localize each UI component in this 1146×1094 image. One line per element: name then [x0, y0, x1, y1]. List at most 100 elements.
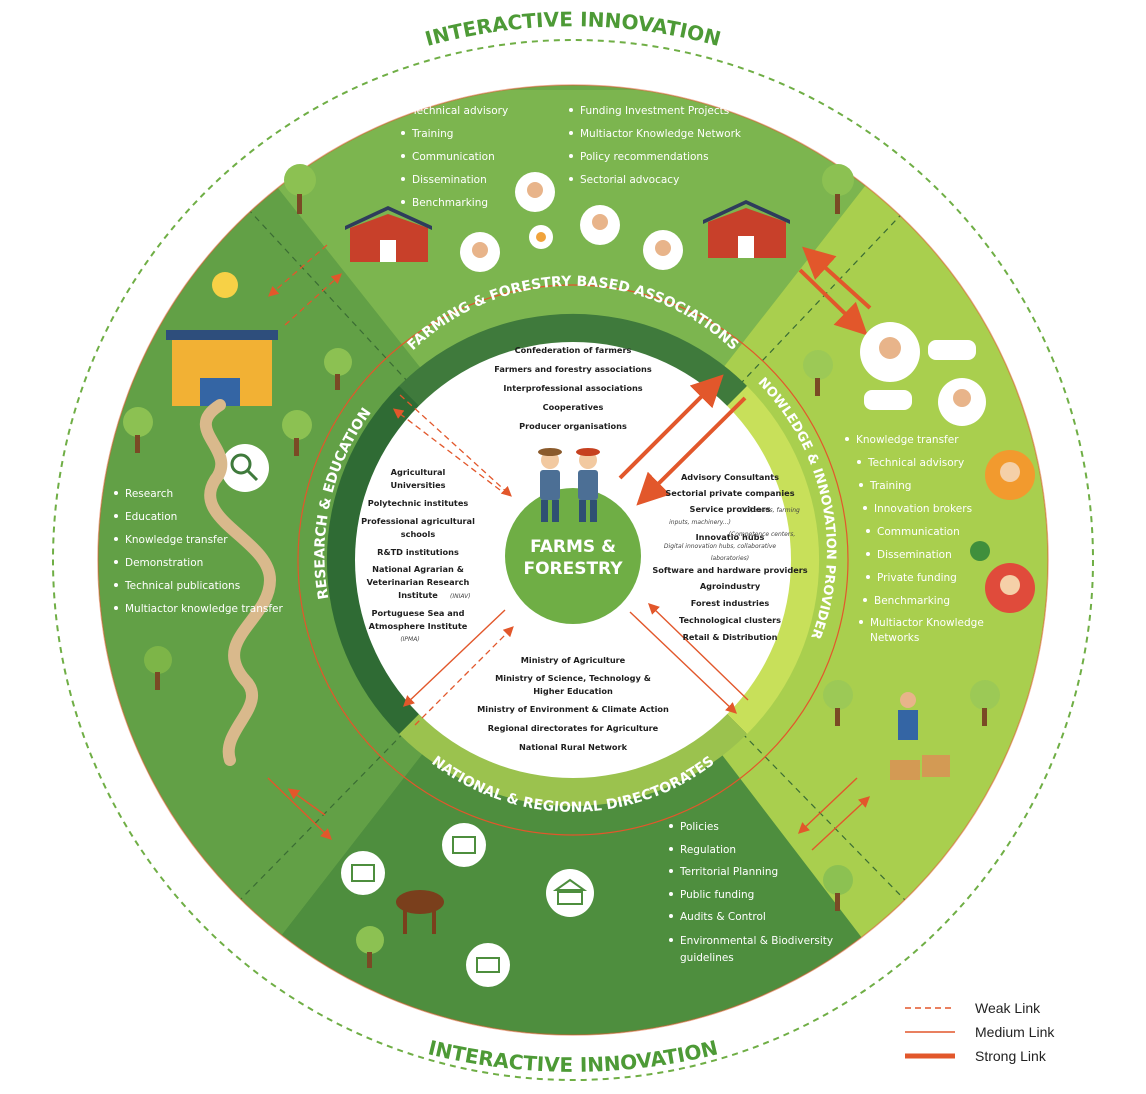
bullet-icon: [569, 131, 573, 135]
bullet-icon: [866, 575, 870, 579]
farmer-avatars: [460, 172, 683, 272]
inner-bottom-item: Higher Education: [533, 686, 613, 696]
bullet-icon: [669, 938, 673, 942]
inner-right-note: laboratories): [711, 555, 749, 562]
bullet-icon: [669, 892, 673, 896]
list-top-left: Technical advisoryTrainingCommunicationD…: [401, 105, 508, 209]
bullet-icon: [401, 131, 405, 135]
inner-right-note: Digital innovation hubs, collaborative: [664, 543, 776, 550]
bullet-icon: [857, 460, 861, 464]
inner-left-item: schools: [401, 529, 436, 539]
inner-left-item: Polytechnic institutes: [368, 498, 469, 508]
right-item: Dissemination: [877, 549, 952, 561]
bullet-icon: [569, 108, 573, 112]
inner-bottom-item: Regional directorates for Agriculture: [488, 723, 659, 733]
bullet-icon: [114, 560, 118, 564]
bullet-icon: [569, 177, 573, 181]
right-item: Multiactor Knowledge: [870, 617, 984, 629]
farmers-icon: [538, 448, 600, 522]
inner-left-item: Veterinarian Research: [367, 577, 470, 587]
inner-left-item: Agricultural: [391, 467, 446, 477]
inner-right-item: Service providers: [690, 504, 771, 514]
dirt-path: [200, 399, 277, 766]
bullet-icon: [669, 869, 673, 873]
bullet-icon: [866, 529, 870, 533]
legend: Weak Link Medium Link Strong Link: [905, 996, 1105, 1068]
bullet-icon: [863, 506, 867, 510]
inner-left-note: (INIAV): [450, 593, 471, 600]
left-item: Research: [125, 488, 173, 500]
strong-link-swatch: [905, 1053, 955, 1059]
inner-left-item: Institute: [398, 590, 438, 600]
inner-right-note: (Competence centers,: [729, 531, 796, 538]
bottom-item: Policies: [680, 821, 719, 833]
bullet-icon: [866, 552, 870, 556]
inner-top-item: Confederation of farmers: [515, 345, 632, 355]
inner-right-item: Advisory Consultants: [681, 472, 779, 482]
inner-right-item: Retail & Distribution: [683, 632, 778, 642]
bullet-icon: [669, 914, 673, 918]
bullet-icon: [845, 437, 849, 441]
left-item: Demonstration: [125, 557, 203, 569]
inner-left-item: Portuguese Sea and: [372, 608, 465, 618]
right-item: Networks: [870, 632, 919, 644]
light-bulb-icon: [212, 272, 238, 298]
inner-bottom-item: Ministry of Agriculture: [521, 655, 626, 665]
bullet-icon: [114, 583, 118, 587]
inner-top-item: Interprofessional associations: [503, 383, 642, 393]
crate-farmer-icon: [890, 692, 950, 780]
horse-icon: [396, 890, 444, 934]
top-left-item: Dissemination: [412, 174, 487, 186]
legend-medium-label: Medium Link: [975, 1024, 1055, 1040]
medium-link-swatch: [905, 1031, 955, 1033]
center-title-line1: FARMS &: [530, 537, 616, 557]
top-left-item: Training: [411, 128, 453, 140]
top-right-item: Policy recommendations: [580, 151, 709, 163]
inner-left-item: Professional agricultural: [361, 516, 475, 526]
inner-left-item: R&TD institutions: [377, 547, 459, 557]
right-item: Technical advisory: [867, 457, 964, 469]
inner-bottom-item: Ministry of Science, Technology &: [495, 673, 651, 683]
inner-left-item: National Agrarian &: [372, 564, 464, 574]
right-item: Private funding: [877, 572, 957, 584]
center-title-line2: FORESTRY: [523, 559, 623, 579]
legend-strong-label: Strong Link: [975, 1048, 1046, 1064]
left-item: Multiactor knowledge transfer: [125, 603, 283, 615]
inner-bottom-item: National Rural Network: [519, 742, 628, 752]
tree-icons: [123, 164, 1000, 968]
inner-right-item: Technological clusters: [679, 615, 781, 625]
bullet-icon: [863, 598, 867, 602]
bullet-icon: [114, 537, 118, 541]
university-building-icon: [166, 330, 278, 406]
bottom-item: Environmental & Biodiversity: [680, 935, 833, 947]
bottom-item: Public funding: [680, 889, 754, 901]
bullet-icon: [859, 620, 863, 624]
legend-medium: Medium Link: [905, 1020, 1105, 1044]
bullet-icon: [859, 483, 863, 487]
inner-top-item: Producer organisations: [519, 421, 627, 431]
inner-top-item: Cooperatives: [543, 402, 604, 412]
inner-left-item: Atmosphere Institute: [369, 621, 468, 631]
bullet-icon: [401, 177, 405, 181]
bottom-item: guidelines: [680, 952, 734, 964]
left-item: Technical publications: [124, 580, 240, 592]
bullet-icon: [669, 824, 673, 828]
weak-link-swatch: [905, 1007, 955, 1009]
right-item: Benchmarking: [874, 595, 950, 607]
top-left-item: Benchmarking: [412, 197, 488, 209]
inner-right-item: Innovatio hubs: [696, 532, 765, 542]
link-arrows: [267, 244, 872, 851]
magnifier-icon: [221, 444, 269, 492]
legend-weak-label: Weak Link: [975, 1000, 1041, 1016]
top-left-item: Technical advisory: [411, 105, 508, 117]
outer-dashed-border: [52, 39, 1094, 1081]
farms-forestry-circle: [505, 488, 641, 624]
bullet-icon: [401, 108, 405, 112]
bullet-icon: [114, 606, 118, 610]
